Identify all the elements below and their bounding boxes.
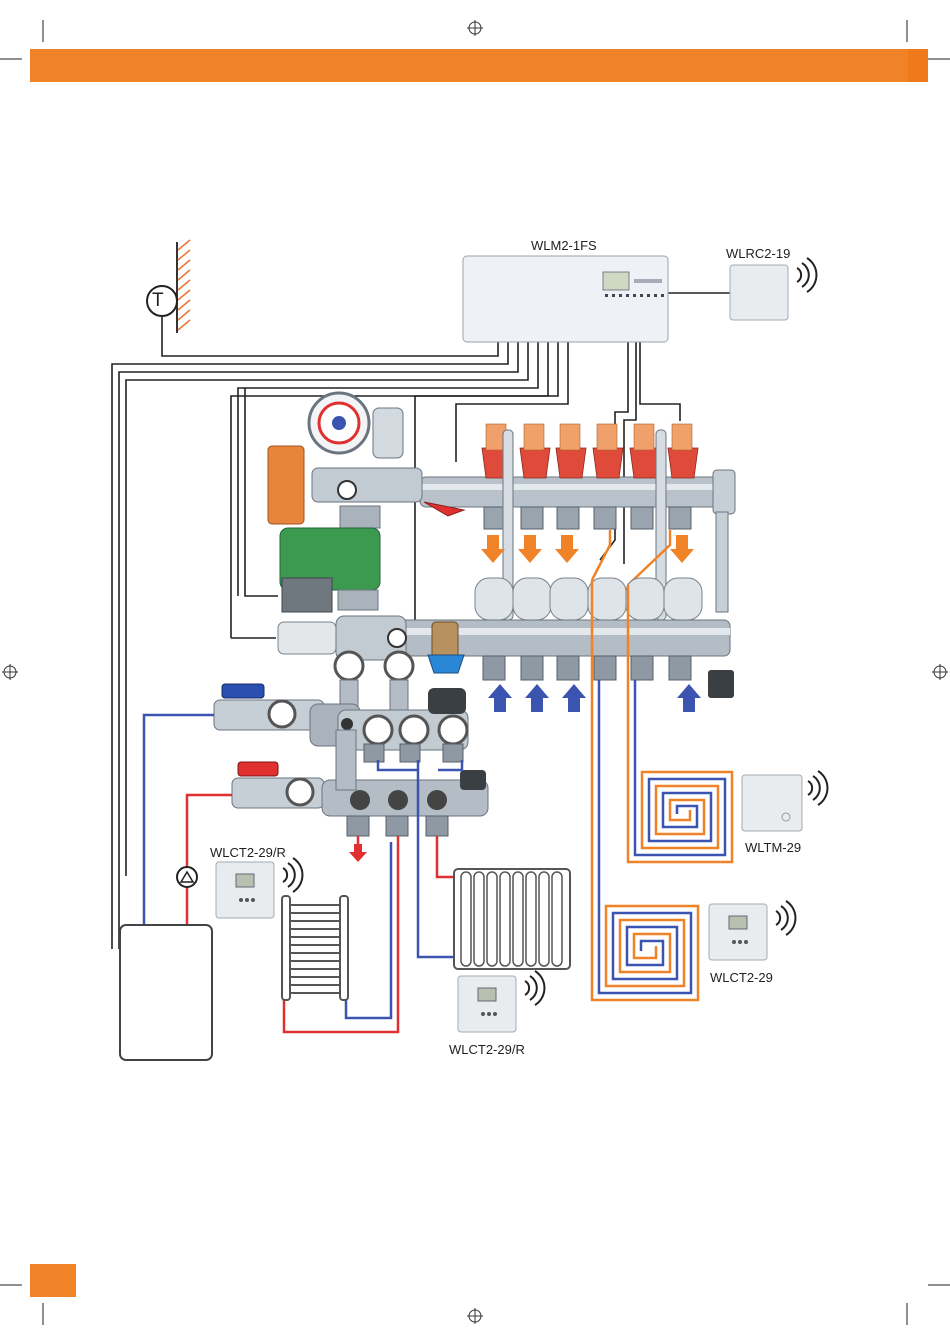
thermostat-wlct-right-label: WLCT2-29: [710, 970, 773, 985]
thermostat-wltm-label: WLTM-29: [745, 840, 801, 855]
pump-group: [268, 393, 464, 673]
manifold-connector: [716, 512, 728, 612]
mixing-group: [214, 652, 488, 836]
thermostat-wltm: [742, 775, 802, 831]
thermostat-wlct-left: [216, 862, 274, 918]
boiler: [120, 925, 212, 1060]
controller-label: WLM2-1FS: [531, 238, 597, 253]
thermostat-wlct-bottom: [458, 976, 516, 1032]
registration-marks: [2, 20, 948, 1324]
remote-unit: [730, 265, 788, 320]
manifold-end-cap: [708, 670, 734, 698]
thermostat-wlct-bottom-label: WLCT2-29/R: [449, 1042, 525, 1057]
panel-radiator: [454, 869, 570, 969]
outdoor-wall: [177, 240, 190, 333]
thermostat-wlct-right: [709, 904, 767, 960]
thermostat-wlct-left-label: WLCT2-29/R: [210, 845, 286, 860]
remote-label: WLRC2-19: [726, 246, 790, 261]
flow-arrow-icon: [488, 684, 701, 712]
crop-marks: [0, 20, 950, 1325]
circulation-pump-icon: [177, 867, 197, 887]
towel-radiator: [282, 896, 348, 1000]
controller-unit: [463, 256, 668, 342]
flow-arrow-icon: [349, 844, 367, 862]
sensor-symbol: T: [152, 290, 164, 312]
